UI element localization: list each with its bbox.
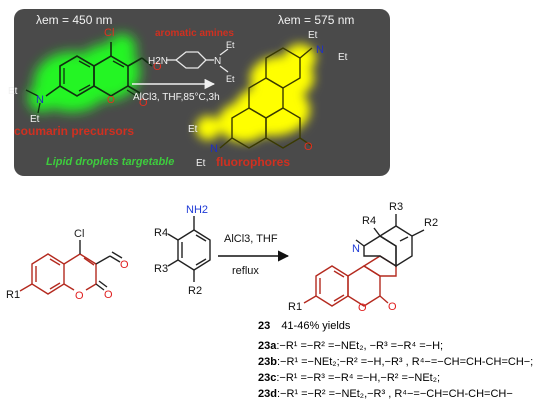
fluorophore-molecule bbox=[196, 44, 316, 149]
precursor-et-label-2: Et bbox=[30, 114, 40, 125]
panel-conditions: AlCl3, THF,85°C,3h bbox=[133, 92, 220, 103]
precursor-n-label: N bbox=[36, 94, 44, 106]
amine-et-label-1: Et bbox=[226, 40, 235, 50]
product-r3-label: R3 bbox=[389, 201, 403, 213]
compound-id: 23b bbox=[258, 356, 277, 368]
precursor-ring-o-label: O bbox=[107, 95, 115, 106]
compound-def: :−R¹ =−R² =−NEt₂,−R³ , R⁴−=−CH=CH-CH=CH− bbox=[276, 388, 513, 400]
amine-et-label-2: Et bbox=[226, 74, 235, 84]
precursor-aldehyde-o-label: O bbox=[153, 61, 162, 73]
fluorophore-et-bottom-1: Et bbox=[188, 124, 198, 135]
fluorophore-n-label-top: N bbox=[316, 44, 324, 56]
compound-id: 23a bbox=[258, 340, 277, 352]
product-ring-o-label: O bbox=[358, 302, 367, 314]
reactant-cl-label: Cl bbox=[74, 228, 84, 240]
reactant-ring-o-label: O bbox=[75, 290, 84, 302]
reactant-r1-label: R1 bbox=[6, 289, 20, 301]
aromatic-amines-label: aromatic amines bbox=[155, 28, 234, 39]
reactant-aniline bbox=[167, 216, 211, 282]
precursor-cl-label: Cl bbox=[104, 27, 114, 39]
fluorophore-et-bottom-2: Et bbox=[196, 158, 206, 169]
reactant-r1-text: R1 bbox=[6, 289, 20, 301]
amine-h2n-label: H2N bbox=[148, 56, 168, 67]
product-scaffold bbox=[303, 214, 425, 307]
coumarin-precursors-label: coumarin precursors bbox=[14, 124, 134, 138]
fluorophores-label: fluorophores bbox=[216, 155, 290, 169]
aniline-r3-label: R3 bbox=[154, 263, 168, 275]
compound-line-23a: 23a:−R¹ =−R² =−NEt₂, −R³ =−R⁴ =−H; bbox=[258, 340, 443, 352]
coumarin-precursor-molecule bbox=[25, 34, 153, 114]
compound-number: 23 bbox=[258, 320, 271, 332]
compound-line-23c: 23c:−R¹ =−R³ =−R⁴ =−H,−R² =−NEt₂; bbox=[258, 372, 440, 384]
aniline-nh2-label: NH2 bbox=[186, 204, 208, 216]
precursor-et-label-1: Et bbox=[8, 86, 18, 97]
product-r2-label: R2 bbox=[424, 217, 438, 229]
precursor-carbonyl-o-label: O bbox=[139, 97, 148, 109]
fluorophore-et-top-1: Et bbox=[308, 30, 318, 41]
lambda-em-left: λem = 450 nm bbox=[36, 13, 112, 27]
diethylaminoaniline-molecule bbox=[166, 48, 229, 73]
product-n-label: N bbox=[352, 243, 360, 255]
yield-range: 41-46% yields bbox=[281, 320, 351, 332]
aniline-r4-label: R4 bbox=[154, 227, 168, 239]
lambda-em-right: λem = 575 nm bbox=[278, 13, 354, 27]
compound-line-23b: 23b:−R¹ =−NEt₂;−R² =−H,−R³ , R⁴−=−CH=CH-… bbox=[258, 356, 533, 368]
compound-line-23d: 23d:−R¹ =−R² =−NEt₂,−R³ , R⁴−=−CH=CH-CH=… bbox=[258, 388, 513, 400]
yield-summary: 23 41-46% yields bbox=[258, 320, 350, 332]
product-carbonyl-o-label: O bbox=[388, 301, 397, 313]
aniline-r2-label: R2 bbox=[188, 285, 202, 297]
compound-id: 23c bbox=[258, 372, 277, 384]
reactant-aldehyde-o-label: O bbox=[120, 259, 129, 271]
scheme-conditions-bottom: reflux bbox=[232, 265, 259, 277]
fluorophore-o-label: O bbox=[304, 141, 313, 153]
scheme-conditions-top: AlCl3, THF bbox=[224, 233, 278, 245]
fluorophore-n-label-bottom: N bbox=[210, 143, 218, 155]
compound-def: :−R¹ =−NEt₂;−R² =−H,−R³ , R⁴−=−CH=CH-CH=… bbox=[276, 356, 534, 368]
reactant-coumarin bbox=[19, 240, 123, 295]
product-r4-label: R4 bbox=[362, 215, 376, 227]
amine-n-label: N bbox=[214, 56, 221, 67]
reactant-carbonyl-o-label: O bbox=[104, 289, 113, 301]
compound-def: :−R¹ =−R³ =−R⁴ =−H,−R² =−NEt₂; bbox=[276, 372, 441, 384]
product-r1-label: R1 bbox=[288, 301, 302, 313]
compound-def: :−R¹ =−R² =−NEt₂, −R³ =−R⁴ =−H; bbox=[276, 340, 444, 352]
fluorophore-et-top-2: Et bbox=[338, 52, 348, 63]
lipid-droplets-label: Lipid droplets targetable bbox=[46, 156, 174, 168]
compound-id: 23d bbox=[258, 388, 277, 400]
